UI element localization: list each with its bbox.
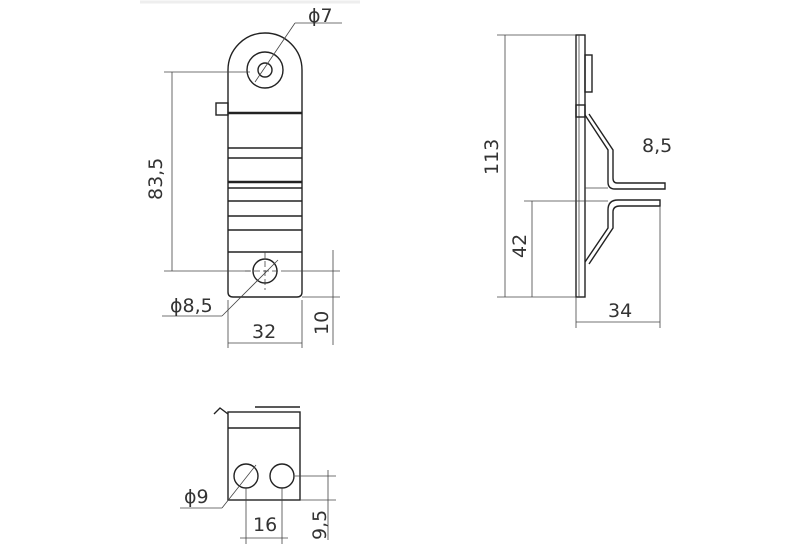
- bottom-outline: [227, 411, 301, 501]
- side-plate: [575, 34, 586, 298]
- plate-outline: [227, 32, 303, 298]
- dim-bottom-hole-offset: 9,5: [309, 510, 331, 540]
- dim-side-height: 113: [481, 139, 503, 175]
- dim-bracket-gap: 8,5: [642, 135, 672, 157]
- top-hole: [257, 62, 273, 78]
- bottom-view: ϕ9 16 9,5: [180, 406, 336, 544]
- front-view: ϕ7 83,5 ϕ8,5 32 10: [145, 5, 342, 348]
- side-view: 113 8,5 42 34: [481, 34, 672, 328]
- dim-bottom-hole-diameter: ϕ8,5: [170, 295, 213, 317]
- lower-bracket: [584, 199, 661, 265]
- dim-holes-diameter: ϕ9: [184, 486, 209, 508]
- dim-front-width: 32: [252, 321, 276, 343]
- upper-bracket: [584, 113, 666, 190]
- dim-top-hole-diameter: ϕ7: [308, 5, 333, 27]
- side-tab: [215, 102, 229, 116]
- side-tab: [584, 54, 593, 93]
- dim-lower-height: 42: [509, 234, 531, 258]
- top-boss: [246, 51, 284, 89]
- dim-side-depth: 34: [608, 300, 632, 322]
- dim-front-height: 83,5: [145, 158, 167, 200]
- plate-bands: [228, 111, 302, 253]
- dim-hole-spacing: 16: [253, 514, 277, 536]
- hole-right: [269, 463, 295, 489]
- dim-hole-offset: 10: [311, 311, 333, 335]
